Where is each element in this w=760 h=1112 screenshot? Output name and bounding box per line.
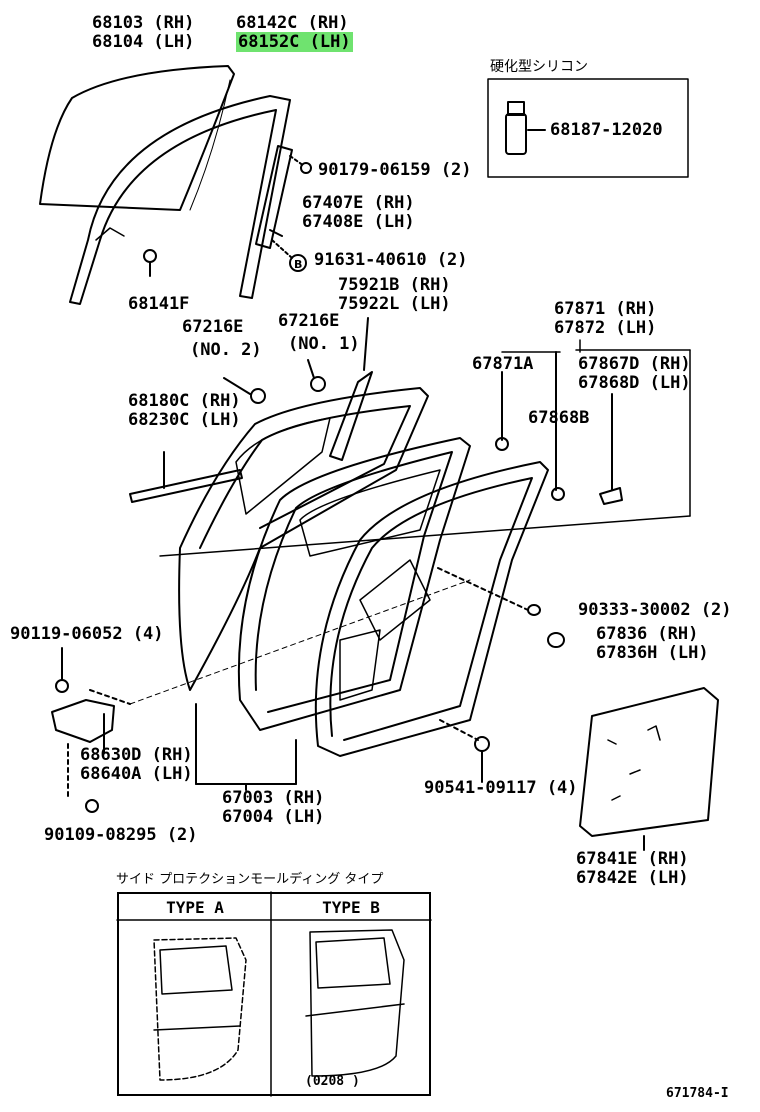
label-bolt-90119: 90119-06052 (4) (10, 624, 164, 644)
division-bar-shape (255, 145, 293, 249)
belt-strip-shape (129, 469, 243, 503)
label-cushion-no1: 67216E (NO. 1) (278, 311, 360, 354)
label-run-channel: 68142C (RH) 68152C (LH) (236, 13, 353, 52)
type-a-header: TYPE A (166, 898, 224, 917)
label-bolt-90109: 90109-08295 (2) (44, 825, 198, 845)
service-hole-cover-shape (579, 687, 719, 837)
label-hinge: 68630D (RH) 68640A (LH) (80, 745, 193, 784)
silicone-box (487, 78, 689, 178)
svg-text:B: B (294, 258, 302, 271)
frame-molding-shape (329, 371, 373, 461)
label-clip-67871a: 67871A (472, 354, 534, 374)
label-division-bar: 67407E (RH) 67408E (LH) (302, 193, 415, 232)
door-weatherstrip (314, 461, 549, 757)
label-plug-67836: 67836 (RH) 67836H (LH) (596, 624, 709, 663)
door-outer-panel (178, 387, 429, 691)
type-table-caption: サイド プロテクションモールディング タイプ (116, 872, 384, 887)
label-glass-channel: 68141F (128, 294, 190, 314)
type-b-door-sketch (309, 929, 405, 1077)
door-inner-frame (237, 437, 471, 731)
highlighted-part-number: 68152C (LH) (236, 32, 353, 52)
figure-id: 671784-I (666, 1086, 729, 1101)
run-channel-shape (69, 95, 291, 305)
label-silicone-caption: 硬化型シリコン (490, 59, 588, 75)
label-weatherstrip: 67871 (RH) 67872 (LH) (554, 299, 657, 338)
label-clip-67868b: 67868B (528, 408, 590, 428)
label-door-panel: 67003 (RH) 67004 (LH) (222, 788, 325, 827)
label-window-glass: 68103 (RH) 68104 (LH) (92, 13, 195, 52)
window-glass-shape (39, 65, 235, 211)
label-belt-strip: 68180C (RH) 68230C (LH) (128, 391, 241, 430)
label-bolt-90179: 90179-06159 (2) (318, 160, 472, 180)
hinge-shape (51, 699, 115, 743)
type-b-note: (0208 ) (305, 1074, 360, 1089)
label-plug-90333: 90333-30002 (2) (578, 600, 732, 620)
type-a-door-sketch (153, 937, 247, 1081)
type-table: TYPE A TYPE B (0208 ) (117, 892, 431, 1096)
label-plug-90541: 90541-09117 (4) (424, 778, 578, 798)
label-frame-molding: 75921B (RH) 75922L (LH) (338, 275, 451, 314)
label-cushion-no2: 67216E (NO. 2) (182, 317, 262, 360)
label-silicone-part: 68187-12020 (550, 120, 663, 140)
type-b-header: TYPE B (322, 898, 380, 917)
label-service-hole-cover: 67841E (RH) 67842E (LH) (576, 849, 689, 888)
label-screw-91631: 91631-40610 (2) (314, 250, 468, 270)
label-clip-67867d: 67867D (RH) 67868D (LH) (578, 354, 691, 393)
